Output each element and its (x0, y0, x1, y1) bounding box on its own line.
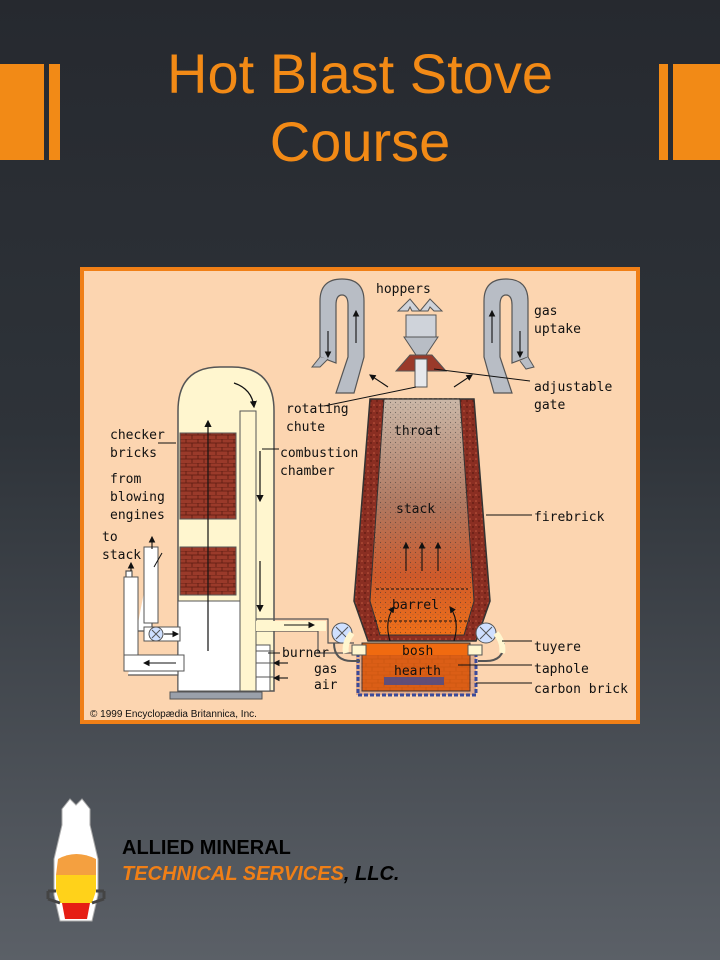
company-line-2: TECHNICAL SERVICES, LLC. (122, 861, 399, 887)
label-taphole: taphole (534, 662, 589, 677)
label-gas: gas (534, 304, 557, 319)
left-accent-bar (0, 64, 60, 160)
label-chute: chute (286, 420, 325, 435)
label-gas-inlet: gas (314, 662, 337, 677)
label-uptake: uptake (534, 322, 581, 337)
label-carbon-brick: carbon brick (534, 682, 628, 697)
label-bricks: bricks (110, 446, 157, 461)
label-burner: burner (282, 646, 329, 661)
label-bosh: bosh (402, 644, 433, 659)
label-rotating: rotating (286, 402, 349, 417)
label-firebrick: firebrick (534, 510, 605, 525)
label-engines: engines (110, 508, 165, 523)
label-stack: stack (396, 502, 435, 517)
label-throat: throat (394, 424, 441, 439)
company-line-2-suffix: , LLC. (343, 863, 400, 885)
stove-drawing (123, 366, 354, 700)
label-blowing: blowing (110, 490, 165, 505)
company-line-1: ALLIED MINERAL (122, 837, 291, 859)
label-checker: checker (110, 428, 165, 443)
leader-lines (153, 368, 532, 684)
copyright-text: © 1999 Encyclopædia Britannica, Inc. (90, 709, 257, 720)
label-combustion: combustion (280, 446, 358, 461)
label-air: air (314, 678, 338, 693)
label-hoppers: hoppers (376, 282, 431, 297)
label-hearth: hearth (394, 664, 441, 679)
label-barrel: barrel (392, 598, 439, 613)
company-line-2-orange: TECHNICAL SERVICES (122, 863, 344, 885)
blast-furnace-diagram: hoppers gas uptake adjustable gate rotat… (80, 267, 640, 724)
label-tuyere: tuyere (534, 640, 581, 655)
title-line-1: Hot Blast Stove (167, 42, 553, 105)
label-to: to (102, 530, 118, 545)
company-name: ALLIED MINERAL TECHNICAL SERVICES, LLC. (122, 835, 399, 887)
label-to-stack: stack (102, 548, 141, 563)
title-line-2: Course (269, 110, 451, 173)
label-gate: gate (534, 398, 565, 413)
right-accent-bar (659, 64, 720, 160)
company-logo (46, 798, 106, 922)
label-chamber: chamber (280, 464, 335, 479)
label-adjustable: adjustable (534, 380, 612, 395)
label-from: from (110, 472, 141, 487)
furnace-drawing (310, 278, 535, 697)
slide-title: Hot Blast Stove Course (110, 40, 610, 176)
